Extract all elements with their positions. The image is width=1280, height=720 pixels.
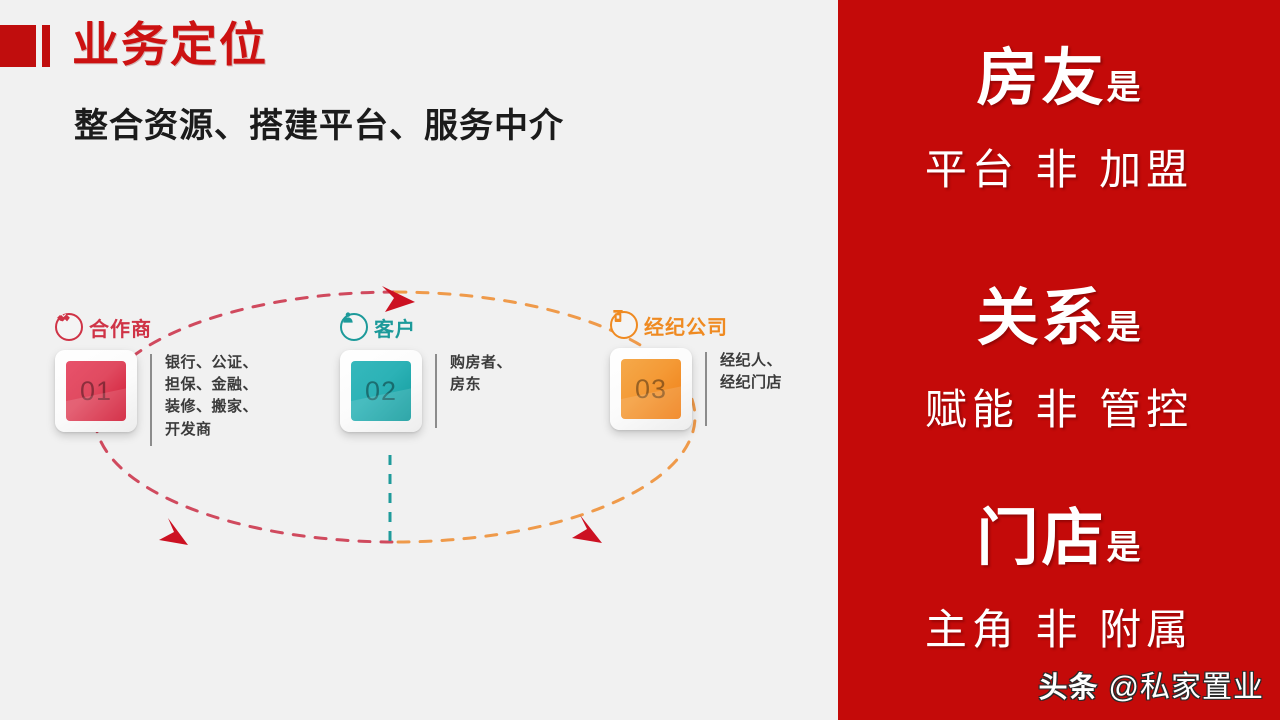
arc-left [93, 290, 397, 544]
node-description: 银行、公证、 担保、金融、 装修、搬家、 开发商 [165, 354, 259, 438]
node-tile[interactable]: 03 [610, 348, 692, 430]
node-header: 经纪公司 [610, 308, 860, 342]
node-title: 合作商 [89, 318, 152, 341]
pillar-heading: 门店是 [838, 508, 1280, 570]
pillar-store: 门店是 主角 非 附属 [838, 508, 1280, 657]
pillar-subject: 门店 [976, 504, 1107, 573]
pillar-subject: 关系 [976, 284, 1107, 353]
page-subtitle: 整合资源、搭建平台、服务中介 [74, 107, 564, 145]
pillar-heading: 关系是 [838, 288, 1280, 350]
node-title: 经纪公司 [644, 316, 728, 339]
node-body: 01 银行、公证、 担保、金融、 装修、搬家、 开发商 [55, 350, 305, 446]
business-flow-diagram: 合作商 01 银行、公证、 担保、金融、 装修、搬家、 开发商 客户 [40, 250, 830, 570]
pillar-copula: 是 [1106, 309, 1142, 347]
storefront-icon [610, 310, 638, 339]
node-tile[interactable]: 01 [55, 350, 137, 432]
pillar-statement: 平台 非 加盟 [924, 146, 1194, 193]
watermark-handle: @私家置业 [1108, 671, 1264, 704]
red-square-marker-icon [0, 25, 36, 67]
node-number: 01 [66, 361, 126, 421]
node-header: 合作商 [55, 310, 305, 344]
watermark-brand: 头条 [1038, 672, 1099, 704]
node-divider [150, 354, 152, 446]
pillar-relationship: 关系是 赋能 非 管控 [838, 288, 1280, 437]
diagram-node-partner[interactable]: 合作商 01 银行、公证、 担保、金融、 装修、搬家、 开发商 [55, 310, 305, 446]
watermark: 头条 @私家置业 [1039, 662, 1264, 706]
pillar-heading: 房友是 [838, 48, 1280, 110]
pillar-statement: 主角 非 附属 [924, 606, 1194, 653]
pillar-copula: 是 [1106, 529, 1142, 567]
arrowhead-bottom-right [572, 515, 602, 543]
pillars-panel: 房友是 平台 非 加盟 关系是 赋能 非 管控 门店是 主角 非 附属 头条 @… [838, 0, 1280, 720]
node-description: 购房者、 房东 [450, 354, 513, 394]
node-number: 03 [621, 359, 681, 419]
diagram-node-customer[interactable]: 客户 02 购房者、 房东 [340, 310, 590, 432]
arrowhead-bottom-left [159, 518, 188, 545]
handshake-icon [55, 313, 83, 341]
node-divider [705, 352, 707, 426]
diagram-node-brokerage[interactable]: 经纪公司 03 经纪人、 经纪门店 [610, 308, 860, 430]
node-tile[interactable]: 02 [340, 350, 422, 432]
person-icon [340, 312, 368, 341]
node-title: 客户 [374, 318, 416, 341]
pillar-positioning: 房友是 平台 非 加盟 [838, 48, 1280, 197]
node-number: 02 [351, 361, 411, 421]
flow-arcs-svg [93, 286, 697, 545]
node-body: 02 购房者、 房东 [340, 350, 590, 432]
pillar-subject: 房友 [976, 44, 1107, 113]
arc-right [393, 290, 697, 544]
node-header: 客户 [340, 310, 590, 344]
node-body: 03 经纪人、 经纪门店 [610, 348, 860, 430]
node-description: 经纪人、 经纪门店 [720, 352, 783, 392]
pillar-copula: 是 [1106, 69, 1142, 107]
node-divider [435, 354, 437, 428]
pillar-statement: 赋能 非 管控 [924, 386, 1194, 433]
red-bar-marker-icon [42, 25, 50, 67]
page-title: 业务定位 [72, 18, 268, 71]
arrowhead-top [382, 286, 415, 312]
